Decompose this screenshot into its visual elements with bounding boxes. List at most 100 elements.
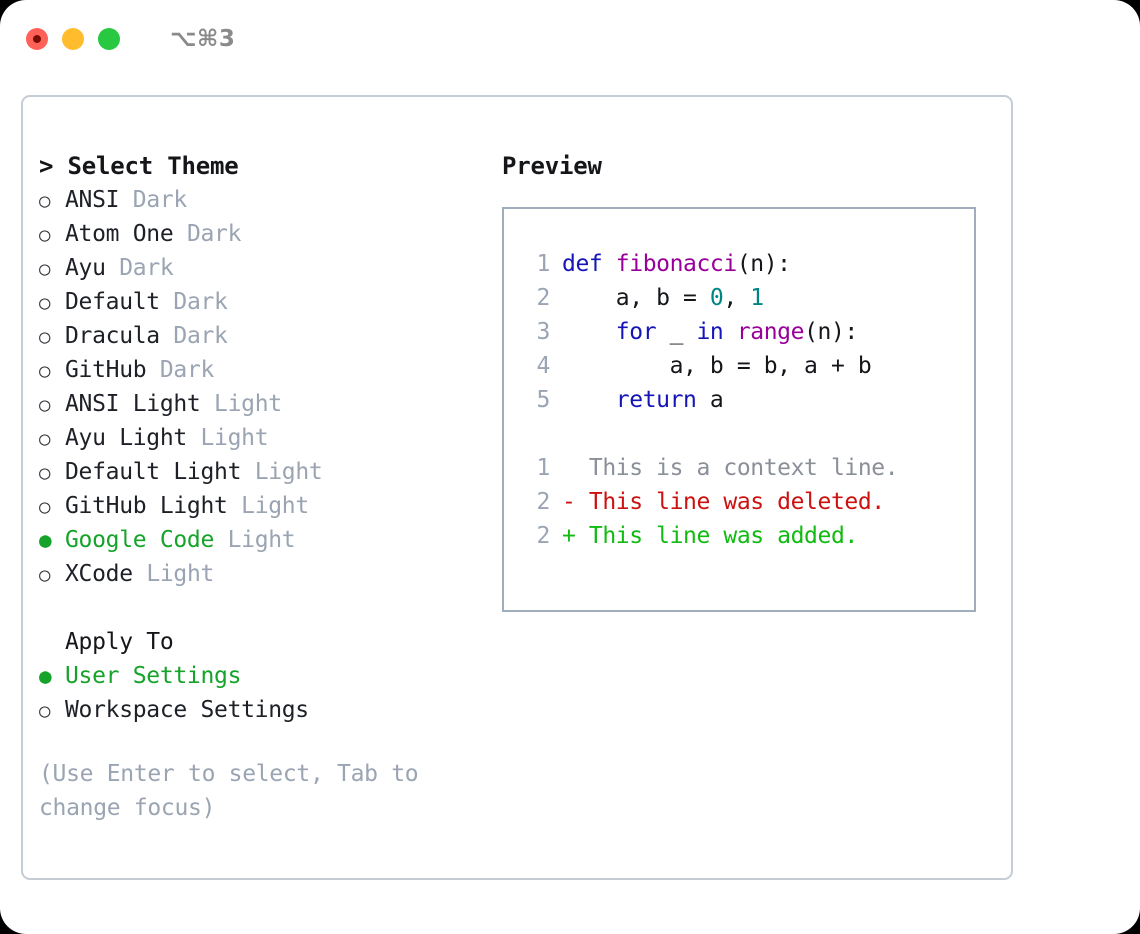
keyboard-shortcut-label: ⌥⌘3 [170, 26, 236, 52]
radio-unselected-icon: ○ [39, 224, 51, 246]
code-token [723, 319, 736, 345]
label-tag-separator [173, 217, 187, 251]
diff-sample: 1 This is a context line.2- This line wa… [524, 451, 974, 553]
theme-variant-tag: Dark [159, 357, 215, 383]
theme-option-label: Ayu Light [65, 425, 187, 451]
apply-to-option-list: ●User Settings ○ Workspace Settings [39, 659, 489, 727]
radio-unselected-icon: ○ [39, 292, 51, 314]
diff-line-number: 2 [536, 489, 551, 515]
diff-line: 2- This line was deleted. [524, 485, 974, 519]
line-number: 2 [536, 285, 551, 311]
close-button-icon[interactable] [26, 28, 48, 50]
theme-panel-title: > Select Theme [39, 152, 239, 180]
code-token: a [696, 387, 724, 413]
radio-unselected-icon: ○ [39, 428, 51, 450]
apply-to-option-workspace-settings[interactable]: ○ Workspace Settings [39, 693, 489, 727]
line-number: 3 [536, 319, 551, 345]
code-token: fibonacci [615, 251, 737, 277]
theme-option-label: Dracula [65, 323, 160, 349]
radio-unselected-icon: ○ [39, 190, 51, 212]
theme-option-label: ANSI [65, 187, 120, 213]
theme-variant-tag: Dark [173, 289, 228, 315]
window-controls [26, 28, 120, 50]
code-token: , [723, 285, 751, 311]
theme-option-label: Google Code [65, 527, 215, 553]
theme-option-github[interactable]: ○ GitHub Dark [39, 353, 489, 387]
code-token: (n): [736, 251, 791, 277]
radio-unselected-icon: ○ [39, 700, 51, 722]
theme-variant-tag: Dark [119, 255, 174, 281]
diff-sign [562, 455, 589, 481]
theme-variant-tag: Light [227, 527, 296, 553]
code-line: 3 for _ in range(n): [524, 315, 974, 349]
theme-option-label: Default [65, 289, 160, 315]
theme-variant-tag: Light [241, 493, 309, 519]
theme-option-github-light[interactable]: ○GitHub Light Light [39, 489, 489, 523]
label-tag-separator [160, 319, 174, 353]
theme-option-default[interactable]: ○ Default Dark [39, 285, 489, 319]
theme-option-ansi-light[interactable]: ○ANSI Light Light [39, 387, 489, 421]
code-line: 2 a, b = 0, 1 [524, 281, 974, 315]
radio-unselected-icon: ○ [39, 360, 51, 382]
diff-line-number: 1 [536, 455, 551, 481]
label-tag-separator [187, 421, 201, 455]
code-token: a, b = b, a + b [562, 353, 872, 379]
apply-to-option-label: Workspace Settings [65, 697, 309, 723]
code-token: in [696, 319, 724, 345]
theme-option-google-code[interactable]: ●Google Code Light [39, 523, 489, 557]
diff-line: 2+ This line was added. [524, 519, 974, 553]
theme-option-dracula[interactable]: ○Dracula Dark [39, 319, 489, 353]
minimize-button-icon[interactable] [62, 28, 84, 50]
code-token: _ [656, 319, 697, 345]
label-tag-separator [228, 489, 242, 523]
label-tag-separator [106, 251, 120, 285]
theme-option-label: Atom One [65, 221, 174, 247]
keyboard-hint-text: (Use Enter to select, Tab to change focu… [39, 761, 419, 821]
theme-variant-tag: Dark [132, 187, 188, 213]
theme-option-ayu[interactable]: ○ Ayu Dark [39, 251, 489, 285]
code-token: for [615, 319, 657, 345]
radio-unselected-icon: ○ [39, 564, 51, 586]
label-tag-separator [241, 455, 255, 489]
code-line: 1 def fibonacci(n): [524, 247, 974, 281]
radio-unselected-icon: ○ [39, 462, 51, 484]
theme-variant-tag: Dark [186, 221, 242, 247]
theme-selector-panel: > Select Theme ○ANSI Dark○Atom One Dark○… [39, 149, 489, 825]
label-tag-separator [133, 557, 147, 591]
theme-option-label: ANSI Light [65, 391, 201, 417]
maximize-button-icon[interactable] [98, 28, 120, 50]
line-number: 4 [536, 353, 551, 379]
theme-variant-tag: Light [200, 425, 269, 451]
code-token: 0 [709, 285, 724, 311]
radio-unselected-icon: ○ [39, 258, 51, 280]
title-bar: ⌥⌘3 [0, 0, 1140, 78]
code-token: (n): [804, 319, 858, 345]
apply-to-title: Apply To [65, 629, 174, 655]
theme-variant-tag: Light [214, 391, 282, 417]
diff-text: This line was added. [588, 523, 858, 549]
code-line: 5 return a [524, 383, 974, 417]
code-token: a, b = [562, 285, 710, 311]
diff-text: This is a context line. [588, 455, 899, 481]
code-token: def [562, 251, 603, 277]
diff-line: 1 This is a context line. [524, 451, 974, 485]
theme-variant-tag: Dark [173, 323, 228, 349]
theme-option-default-light[interactable]: ○Default Light Light [39, 455, 489, 489]
apply-to-option-user-settings[interactable]: ●User Settings [39, 659, 489, 693]
diff-sign: - [562, 489, 589, 515]
theme-option-label: GitHub [65, 357, 147, 383]
theme-option-xcode[interactable]: ○XCode Light [39, 557, 489, 591]
content-frame: > Select Theme ○ANSI Dark○Atom One Dark○… [21, 95, 1013, 880]
theme-option-label: Ayu [65, 255, 106, 281]
line-number: 1 [536, 251, 551, 277]
theme-option-ayu-light[interactable]: ○ Ayu Light Light [39, 421, 489, 455]
theme-option-label: Default Light [65, 459, 242, 485]
theme-option-atom-one[interactable]: ○ Atom One Dark [39, 217, 489, 251]
code-token [562, 387, 616, 413]
theme-option-ansi[interactable]: ○ ANSI Dark [39, 183, 489, 217]
code-token: 1 [750, 285, 764, 311]
apply-to-option-label: User Settings [65, 663, 242, 689]
